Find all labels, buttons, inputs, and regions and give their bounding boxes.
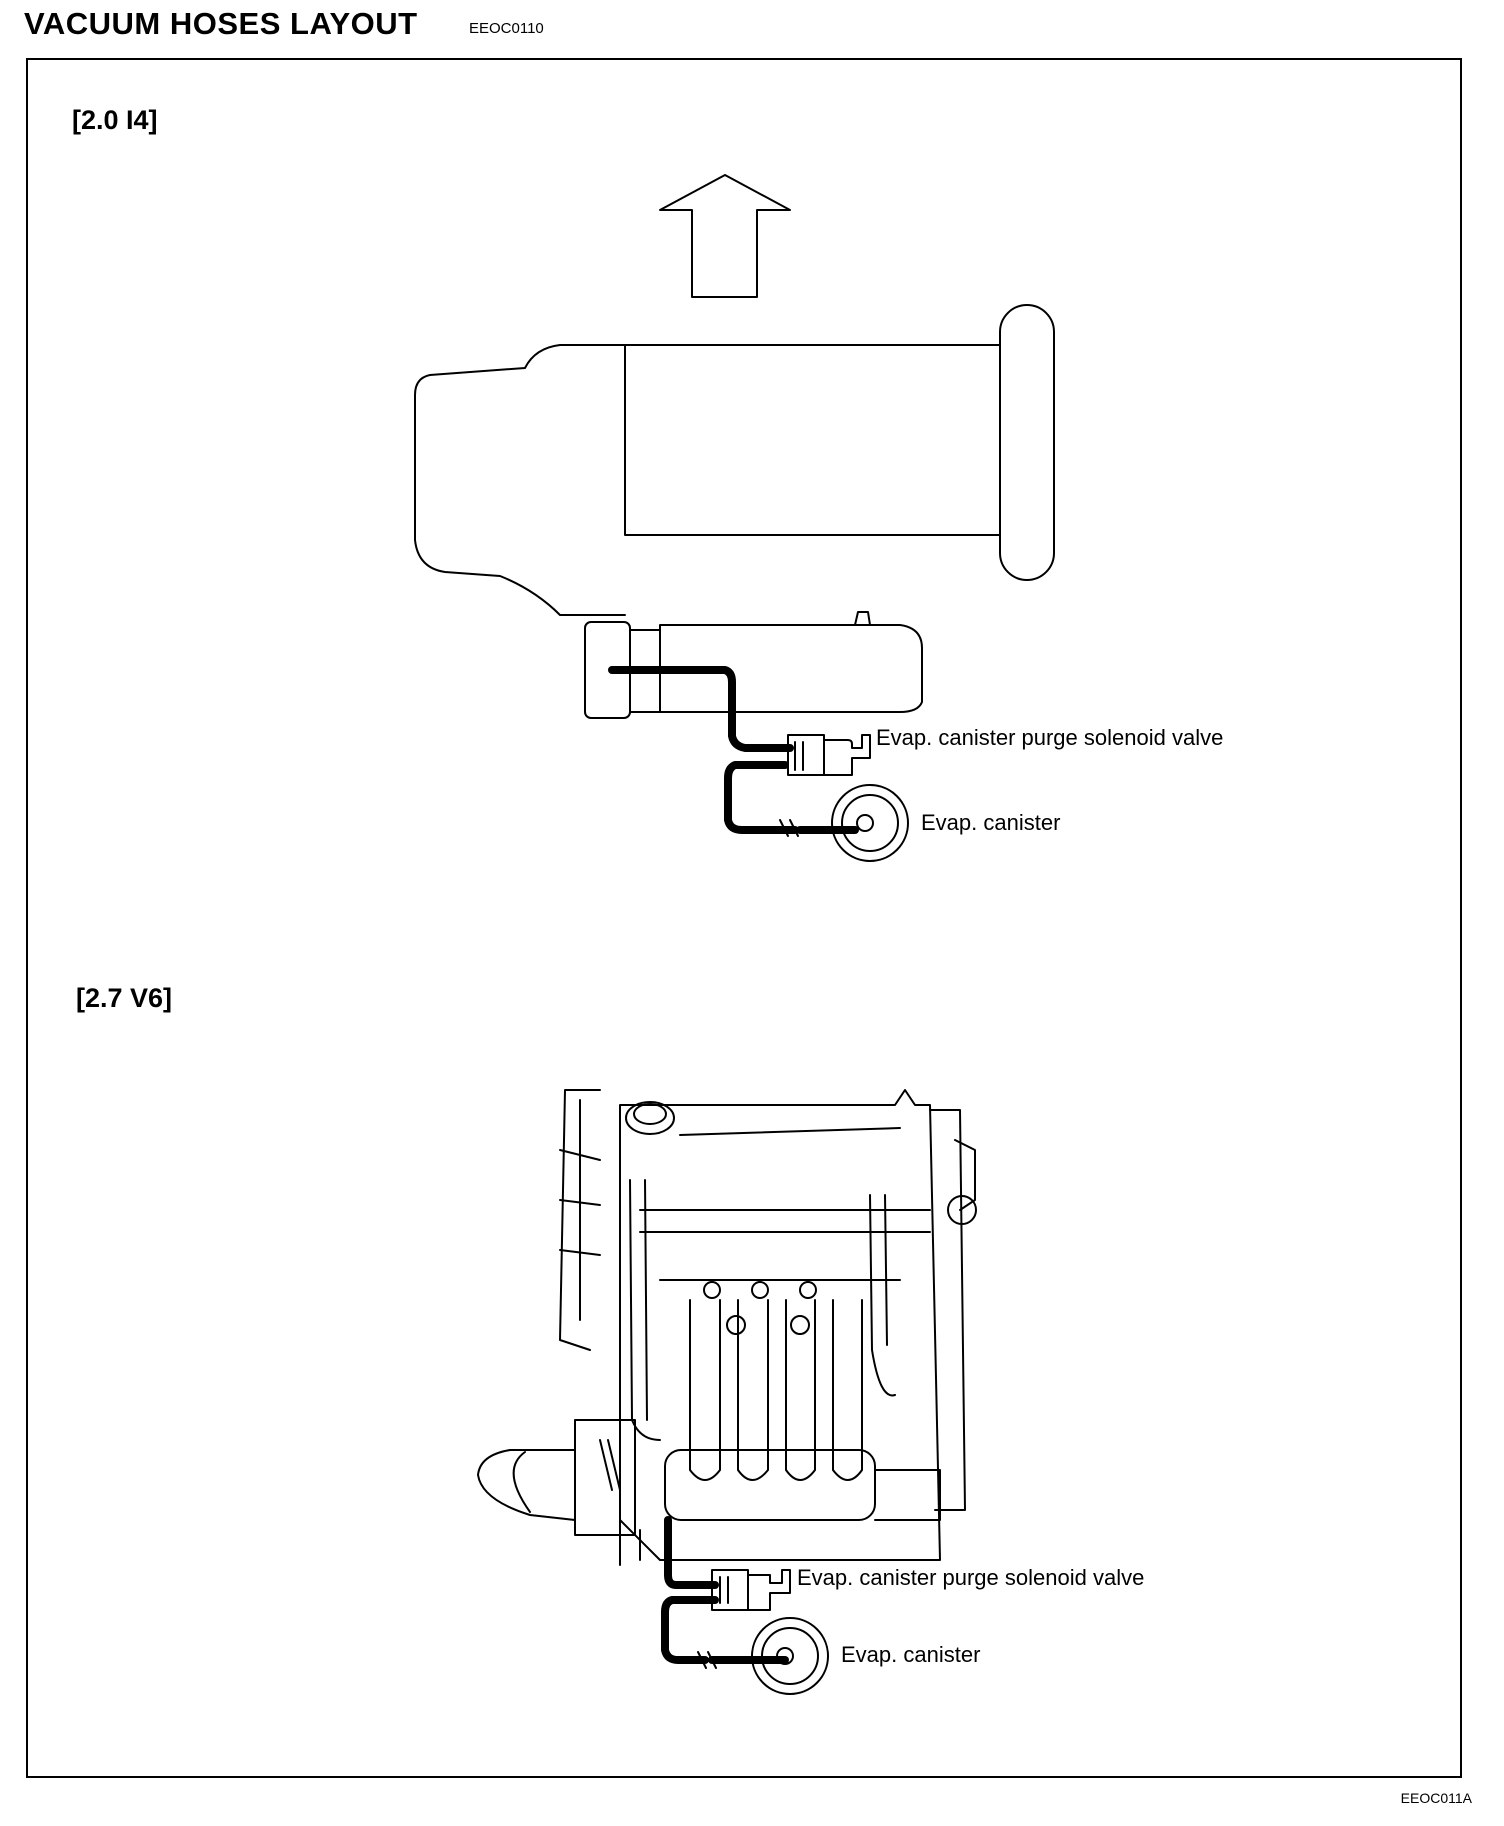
callout-i4-canister: Evap. canister xyxy=(921,810,1061,835)
i4-purge-solenoid-valve xyxy=(787,734,871,776)
v6-vacuum-hose xyxy=(661,1516,789,1664)
callout-i4-solenoid: Evap. canister purge solenoid valve xyxy=(876,725,1224,750)
callout-v6-canister: Evap. canister xyxy=(841,1642,981,1667)
v6-evap-canister-icon xyxy=(697,1617,829,1695)
i4-vacuum-hose xyxy=(608,666,859,834)
v6-purge-solenoid-valve xyxy=(711,1569,791,1611)
page-code: EEOC0110 xyxy=(469,20,544,37)
forward-arrow-icon xyxy=(659,174,791,298)
page-title: VACUUM HOSES LAYOUT xyxy=(24,6,418,41)
i4-evap-canister-icon xyxy=(779,784,909,862)
section-label-v6: [2.7 V6] xyxy=(76,983,173,1013)
i4-engine-outline xyxy=(414,304,1055,719)
figure-code: EEOC011A xyxy=(1400,1790,1472,1806)
section-label-i4: [2.0 I4] xyxy=(72,105,158,135)
v6-engine-outline xyxy=(477,1089,977,1566)
diagram-frame xyxy=(26,58,1462,1778)
callout-v6-solenoid: Evap. canister purge solenoid valve xyxy=(797,1565,1145,1590)
